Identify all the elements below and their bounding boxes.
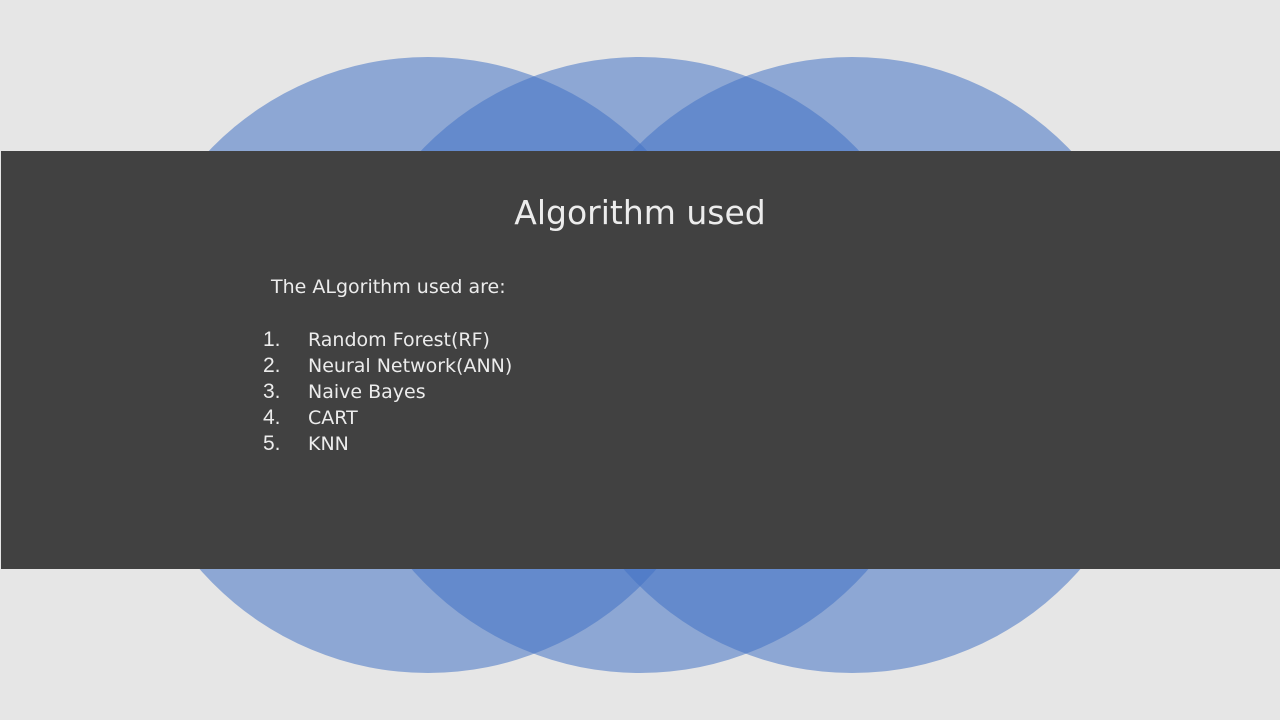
list-number: 3. [263,380,281,403]
intro-text: The ALgorithm used are: [271,276,506,298]
list-item: 1. Random Forest(RF) [263,327,512,353]
list-item: 2. Neural Network(ANN) [263,353,512,379]
list-label: Neural Network(ANN) [308,355,513,377]
list-item: 3. Naive Bayes [263,379,512,405]
list-item: 5. KNN [263,431,512,457]
list-number: 4. [263,406,281,429]
algorithm-list: 1. Random Forest(RF) 2. Neural Network(ANN… [263,327,512,457]
content-band [1,151,1280,569]
list-label: KNN [308,433,349,455]
slide-title: Algorithm used [514,193,766,232]
list-number: 2. [263,354,281,377]
list-label: Random Forest(RF) [308,329,490,351]
list-label: CART [308,407,358,429]
list-number: 5. [263,432,281,455]
list-label: Naive Bayes [308,381,426,403]
list-number: 1. [263,328,281,351]
list-item: 4. CART [263,405,512,431]
